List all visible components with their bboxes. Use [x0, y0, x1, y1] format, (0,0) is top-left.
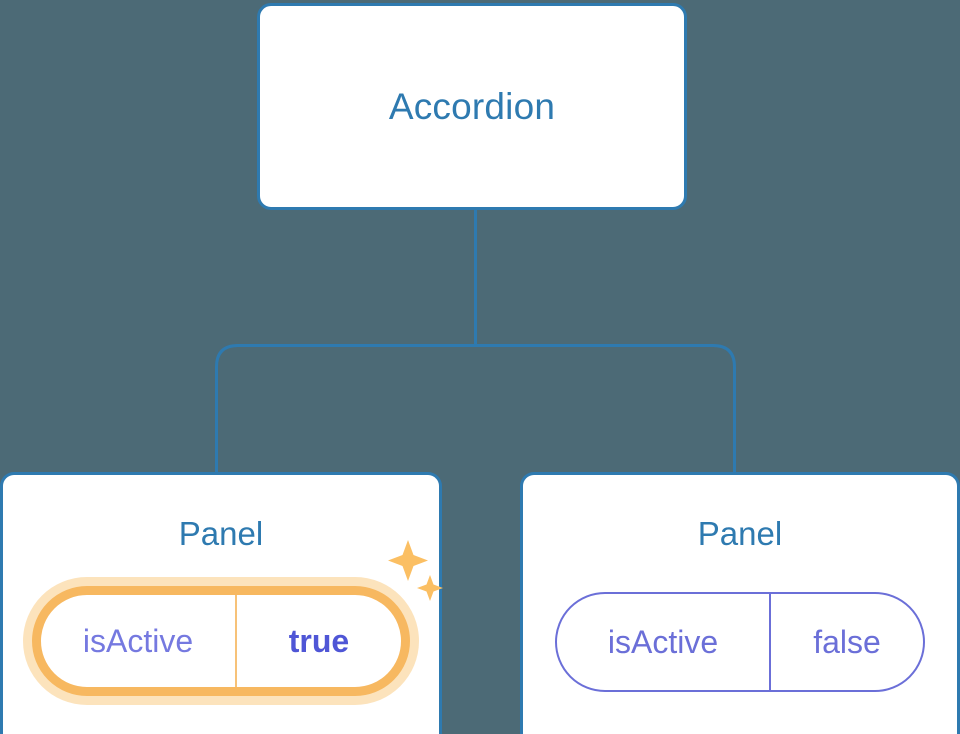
node-title: Accordion [388, 86, 556, 127]
prop-badge-isactive-false[interactable]: isActive false [555, 592, 925, 692]
prop-badge-isactive-true[interactable]: isActive true [32, 586, 410, 696]
prop-key: isActive [557, 594, 771, 690]
prop-value: true [288, 622, 350, 659]
prop-value: false [813, 623, 881, 660]
prop-key: isActive [41, 595, 237, 687]
node-title: Panel [178, 515, 264, 552]
connector-branch-bar [215, 344, 736, 472]
node-accordion[interactable]: Accordion [257, 3, 687, 210]
node-title: Panel [697, 515, 783, 552]
